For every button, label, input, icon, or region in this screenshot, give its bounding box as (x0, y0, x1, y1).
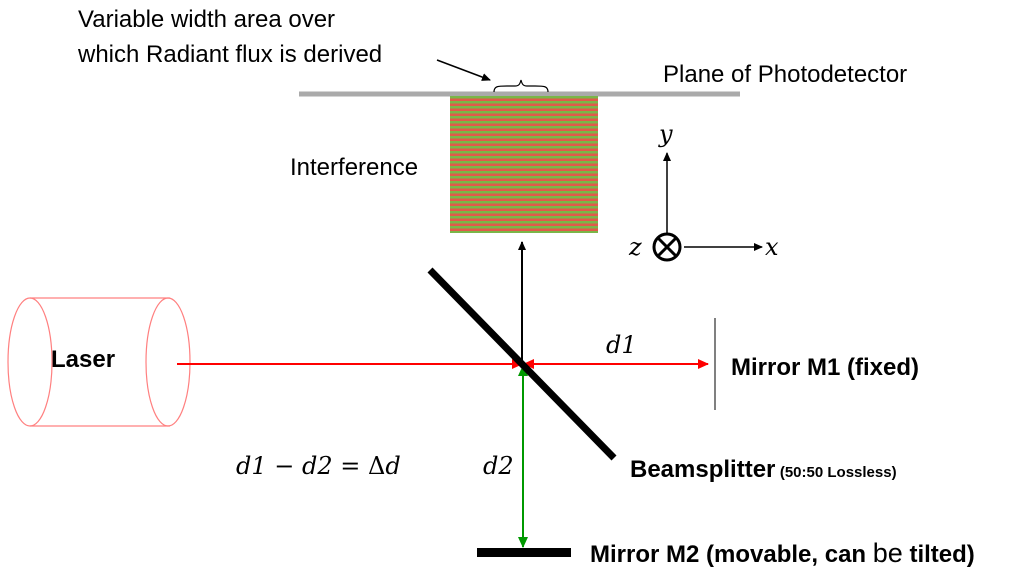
mirror-m2 (477, 548, 571, 557)
y-axis-label: y (659, 120, 673, 148)
equation-delta: Δ (368, 452, 386, 480)
z-axis-label: z (629, 233, 642, 261)
beamsplitter-name: Beamsplitter (630, 456, 776, 483)
mirror-m2-text-a: Mirror M2 (movable, can (590, 541, 873, 568)
annotation-arrow (436, 59, 491, 81)
interference-pattern (450, 96, 598, 233)
laser-front-end (145, 297, 191, 427)
equation-equals: = (332, 452, 369, 480)
interference-label: Interference (290, 154, 419, 181)
mirror-m2-text-b: tilted) (902, 541, 975, 568)
mirror-m2-label: Mirror M2 (movable, can be tilted) (590, 538, 975, 569)
annotation-line-1: Variable width area over (78, 6, 336, 33)
mirror-m1-label: Mirror M1 (fixed) (731, 354, 920, 381)
mirror-m2-text-be: be (872, 538, 903, 568)
equation-d2: d2 (302, 452, 333, 480)
d2-label: d2 (483, 452, 514, 480)
path-difference-equation: d1 − d2 = Δd (236, 452, 401, 480)
laser-body (30, 297, 170, 427)
x-axis-label: x (765, 233, 779, 261)
equation-var: d (385, 452, 401, 480)
beamsplitter (427, 267, 617, 461)
equation-minus: − (266, 452, 303, 480)
d1-label: d1 (606, 331, 637, 359)
annotation-line-2: which Radiant flux is derived (78, 41, 383, 68)
beamsplitter-label: Beamsplitter (50:50 Lossless) (630, 456, 897, 484)
plane-label: Plane of Photodetector (663, 61, 908, 88)
laser-back-end (7, 297, 53, 427)
width-brace (493, 79, 549, 93)
z-axis-into-page-icon (652, 232, 682, 262)
beamsplitter-spec: (50:50 Lossless) (779, 464, 897, 481)
laser-label: Laser (51, 346, 116, 373)
equation-d1: d1 (236, 452, 267, 480)
